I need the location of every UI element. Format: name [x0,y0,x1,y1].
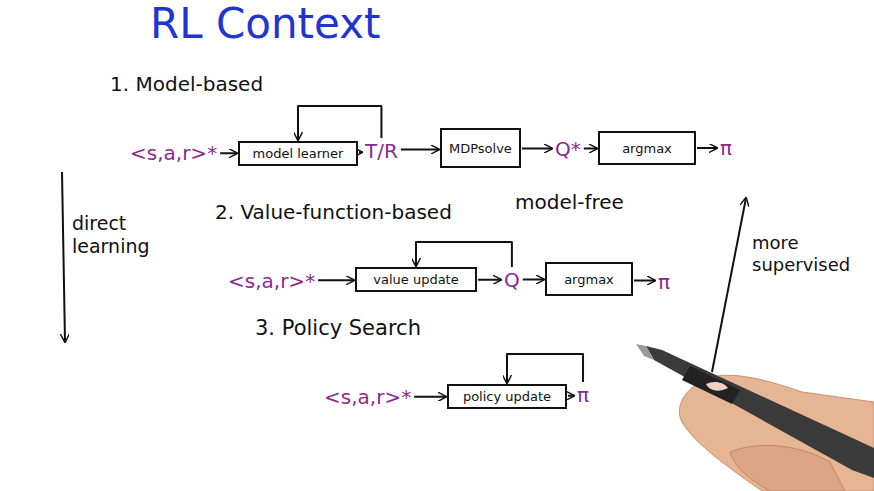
process-box: model learner [238,141,358,166]
section-heading-block: 3. Policy Search [255,316,421,341]
flow-arrow [359,151,362,153]
process-box: value update [355,267,477,292]
box-label: model learner [253,146,344,161]
section-heading: 1. Model-based [110,72,263,96]
title: RL Context [150,0,380,48]
pen-body [646,346,874,478]
flow-arrow [634,280,655,282]
flow-arrow [318,279,354,281]
data-term: Q* [553,137,583,161]
feedback-loop [298,106,381,140]
term-label: <s,a,r>* [228,269,315,293]
box-label: argmax [622,141,672,156]
data-term: Q [502,268,522,292]
process-box: argmax [545,262,633,296]
section-note-block: model-free [515,190,624,214]
term-label: <s,a,r>* [130,141,217,165]
flow-arrow [414,396,446,398]
axis-note: direct learning [72,212,150,257]
term-label: T/R [365,139,398,163]
pen-tip [636,344,654,360]
title-block: RL Context [150,0,380,48]
box-label: argmax [564,272,614,287]
data-term: <s,a,r>* [322,385,413,409]
flow-arrow [401,149,439,151]
box-label: policy update [463,389,551,404]
flow-arrow [697,147,717,149]
feedback-loop [416,242,512,267]
axis-note-block: more supervised [752,232,868,275]
box-label: value update [373,272,458,287]
data-term: <s,a,r>* [128,141,219,165]
term-label: Q* [555,137,581,161]
axis-note: more supervised [752,232,850,275]
process-box: policy update [447,384,567,409]
process-box: MDPsolve [440,128,521,168]
data-term: π [575,383,591,407]
section-note: model-free [515,190,624,214]
data-term: π [718,136,734,160]
term-label: π [658,270,670,294]
flow-arrow [584,148,597,150]
box-label: MDPsolve [449,141,512,156]
term-label: Q [504,268,520,292]
fingernail [706,382,728,391]
flow-arrow [478,279,501,281]
more-supervised-arrow [712,198,746,372]
term-label: π [577,383,589,407]
direct-learning-arrow [62,172,65,342]
section-heading: 2. Value-function-based [215,200,452,224]
axis-note-block: direct learning [72,212,172,258]
term-label: π [720,136,732,160]
hand-with-pen [636,344,874,491]
section-heading-block: 2. Value-function-based [215,200,452,224]
term-label: <s,a,r>* [324,385,411,409]
process-box: argmax [598,131,696,165]
pen-grip [682,366,740,404]
data-term: T/R [363,139,400,163]
feedback-loop [507,354,583,383]
data-term: π [656,270,672,294]
data-term: <s,a,r>* [226,269,317,293]
flow-arrow [568,395,574,397]
section-heading: 3. Policy Search [255,316,421,340]
flow-arrow [523,279,544,281]
flow-arrow [522,148,552,150]
flow-arrow [220,152,237,154]
section-heading-block: 1. Model-based [110,72,263,96]
